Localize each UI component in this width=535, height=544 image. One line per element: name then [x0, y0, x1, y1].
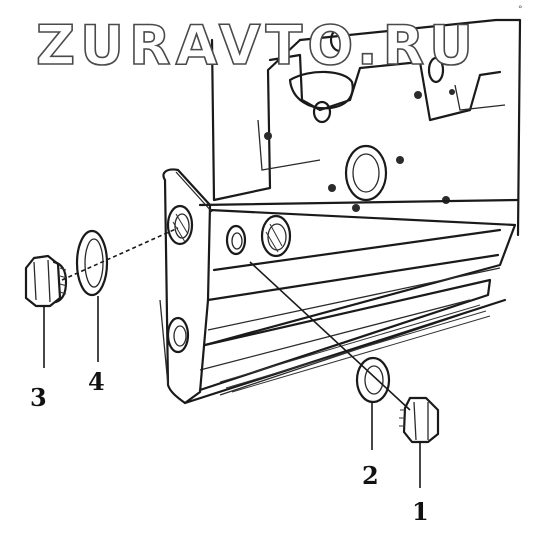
callout-4: 4 [88, 367, 105, 396]
bolt-part-3 [24, 254, 68, 308]
watermark: ZURAVTO.RU [36, 14, 478, 77]
corner-mark: °­ [518, 5, 523, 15]
frame-rail [159, 18, 522, 405]
assembly-axis-right [249, 261, 411, 411]
callout-1: 1 [412, 497, 429, 526]
callout-2: 2 [362, 461, 379, 490]
washer-part-4 [75, 229, 109, 297]
bolt-part-1 [399, 396, 440, 444]
assembly-axis-left [61, 227, 179, 281]
callout-3: 3 [30, 383, 47, 412]
washer-part-2 [355, 356, 391, 404]
